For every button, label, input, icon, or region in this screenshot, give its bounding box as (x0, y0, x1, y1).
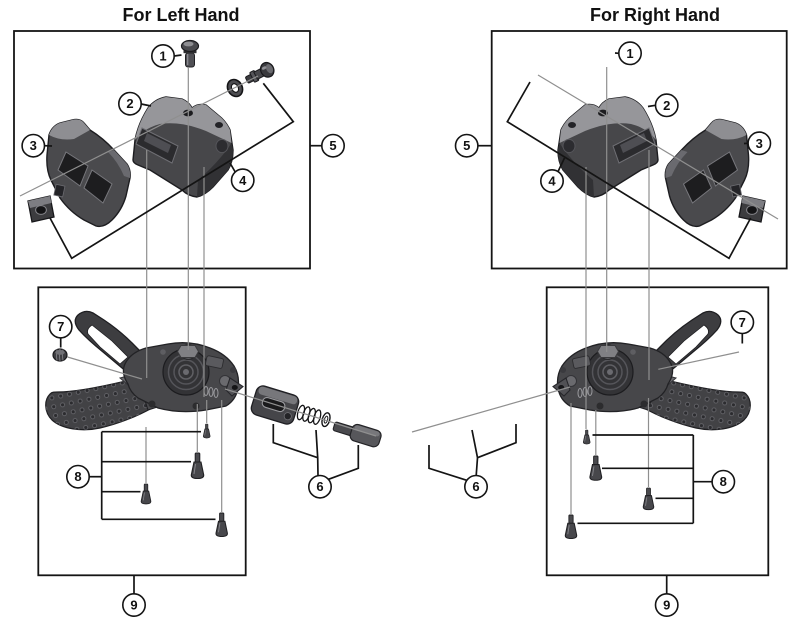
cable-adjust-bolt-left (242, 59, 278, 88)
group-6-bracket-right (428, 424, 517, 482)
axis-line-right-upper (537, 74, 779, 220)
right-lower-parts (552, 310, 752, 539)
callout-3-left: 3 (21, 133, 46, 158)
callout-2-right: 2 (654, 93, 679, 118)
right-upper-panel-box (490, 30, 788, 270)
fixing-bolt-left-2 (190, 452, 205, 480)
left-lower-parts (44, 310, 384, 537)
callout-4-left-label: 4 (239, 173, 247, 188)
fixing-bolt-right-2 (589, 455, 603, 481)
group-6-bracket-left (272, 424, 360, 481)
callout-6-right-label: 6 (472, 479, 479, 494)
callout-4-right-label: 4 (548, 174, 556, 189)
callout-5-left: 5 (320, 133, 345, 158)
callout-line (141, 103, 152, 107)
right-lower-panel-box (545, 286, 770, 577)
shifter-body-right (552, 310, 752, 431)
callout-5-right-label: 5 (463, 138, 470, 153)
group-5-bracket-right (506, 81, 752, 260)
connector-barrel-left (330, 417, 384, 449)
left-upper-panel-box (13, 30, 311, 270)
upper-cover-right (557, 96, 659, 198)
callout-7-right-label: 7 (739, 315, 746, 330)
fixing-bolt-left-3 (140, 483, 152, 505)
callout-2-right-label: 2 (663, 98, 670, 113)
callout-7-left-label: 7 (57, 319, 64, 334)
callout-7-right: 7 (730, 310, 755, 335)
callout-9-left-label: 9 (130, 598, 137, 613)
group-5-bracket-left (49, 82, 295, 260)
group-8-bracket-right (577, 434, 695, 525)
cover-fixing-screw-left (180, 39, 200, 68)
callout-9-right: 9 (654, 592, 679, 617)
left-lower-panel-box (37, 286, 247, 577)
callout-4-left: 4 (230, 168, 255, 193)
left-upper-parts (27, 39, 278, 228)
shifter-body-left (44, 310, 244, 431)
fixing-bolt-right-1 (582, 429, 591, 445)
fixing-bolt-right-4 (564, 514, 578, 539)
callout-2-left: 2 (118, 91, 143, 116)
callout-6-left: 6 (307, 474, 332, 499)
callout-6-right: 6 (463, 474, 488, 499)
callout-1-left-label: 1 (159, 49, 166, 64)
axis-line-right-lower (411, 386, 571, 433)
callout-line (174, 54, 182, 57)
black-callout-lines (44, 52, 752, 594)
callout-8-left-label: 8 (74, 469, 81, 484)
gray-leader-lines (19, 67, 779, 514)
callout-8-left: 8 (66, 464, 91, 489)
bracket-cover-left (46, 118, 131, 228)
cap-leader-right (658, 351, 740, 370)
indicator-cap-left (52, 348, 68, 362)
callout-5-left-label: 5 (329, 138, 336, 153)
fixing-bolt-left-4 (215, 512, 228, 537)
callout-line (647, 104, 656, 108)
title-left: For Left Hand (123, 5, 240, 25)
callouts-right: 1 2 3 4 5 6 7 8 9 (454, 41, 772, 617)
callouts-left: 1 2 3 4 5 6 7 8 9 (21, 43, 345, 617)
callout-4-right: 4 (539, 169, 564, 194)
callout-3-right: 3 (747, 131, 772, 156)
callout-6-left-label: 6 (316, 479, 323, 494)
fixing-bolt-left-1 (202, 423, 211, 439)
callout-1-right: 1 (617, 41, 642, 66)
title-right: For Right Hand (590, 5, 720, 25)
group-8-bracket-left (100, 430, 216, 521)
callout-8-right-label: 8 (720, 474, 727, 489)
callout-3-left-label: 3 (30, 138, 37, 153)
callout-line (229, 162, 237, 173)
axis-line-left-upper (19, 75, 259, 197)
axis-line-left-lower (224, 388, 377, 437)
callout-9-left: 9 (122, 592, 147, 617)
callout-9-right-label: 9 (663, 598, 670, 613)
callout-5-right: 5 (454, 133, 479, 158)
callout-line (556, 157, 566, 173)
upper-cover-left (132, 96, 234, 198)
callout-7-left: 7 (48, 314, 73, 339)
callout-3-right-label: 3 (756, 136, 763, 151)
callout-8-right: 8 (711, 469, 736, 494)
callout-1-left: 1 (151, 43, 176, 68)
cap-leader-left (67, 356, 143, 380)
callout-1-right-label: 1 (626, 46, 633, 61)
callout-2-left-label: 2 (126, 96, 133, 111)
bracket-cover-right (664, 118, 750, 228)
fixing-bolt-right-3 (642, 487, 655, 511)
